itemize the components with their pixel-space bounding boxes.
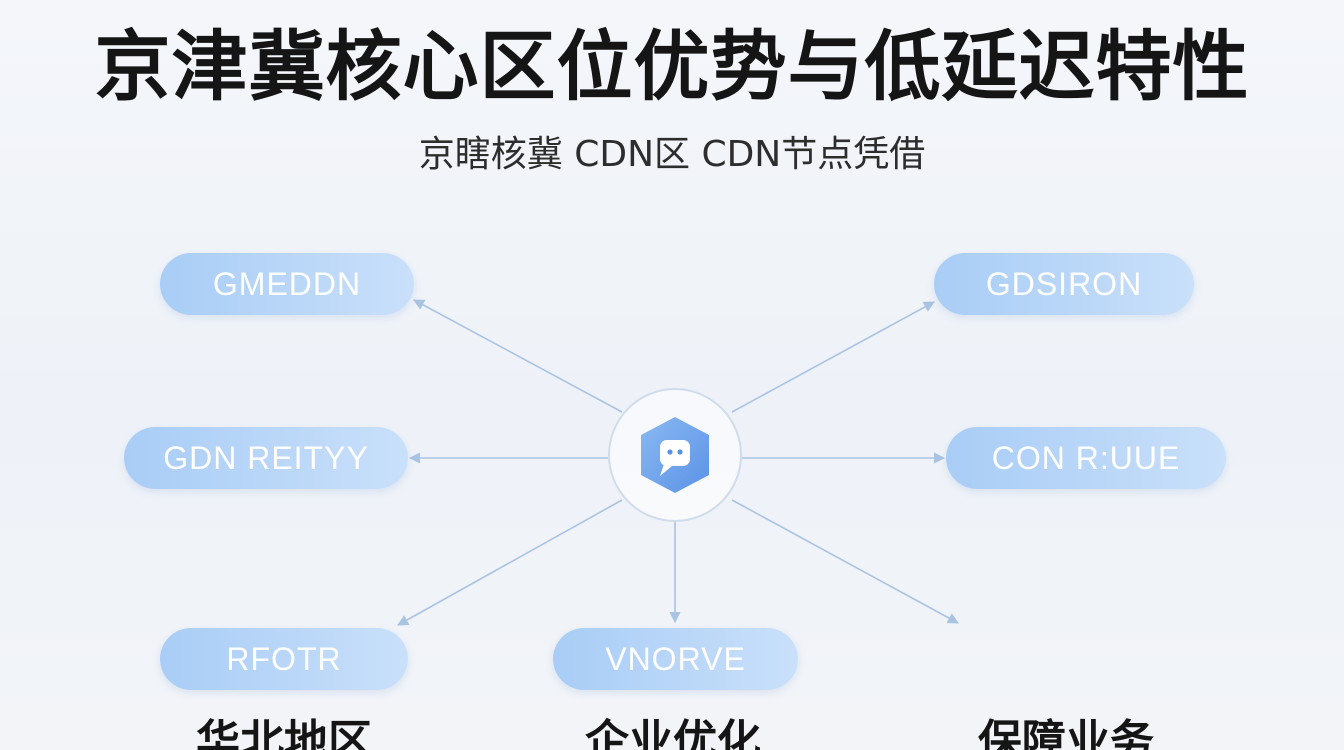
node-top-left: GMEDDN <box>160 253 414 315</box>
node-top-right: GDSIRON <box>934 253 1194 315</box>
caption-center: 企业优化 <box>585 716 761 750</box>
page-subtitle: 京瞎核冀 CDN区 CDN节点凭借 <box>418 134 926 175</box>
caption-right: 保障业务 <box>978 716 1154 750</box>
connector-bottom-right <box>731 499 959 624</box>
page-title: 京津冀核心区位优势与低延迟特性 <box>94 22 1250 111</box>
connector-bottom-left <box>397 499 623 626</box>
connector-top-right <box>731 301 935 413</box>
node-mid-left: GDN REITYY <box>124 427 408 489</box>
connector-top-left <box>413 299 623 413</box>
node-mid-right: CON R:UUE <box>946 427 1226 489</box>
caption-left: 华北地区 <box>196 716 372 750</box>
central-hub <box>608 388 742 522</box>
node-bottom-left: RFOTR <box>160 628 408 690</box>
cdn-hub-icon <box>641 417 709 493</box>
node-bottom-center: VNORVE <box>553 628 798 690</box>
